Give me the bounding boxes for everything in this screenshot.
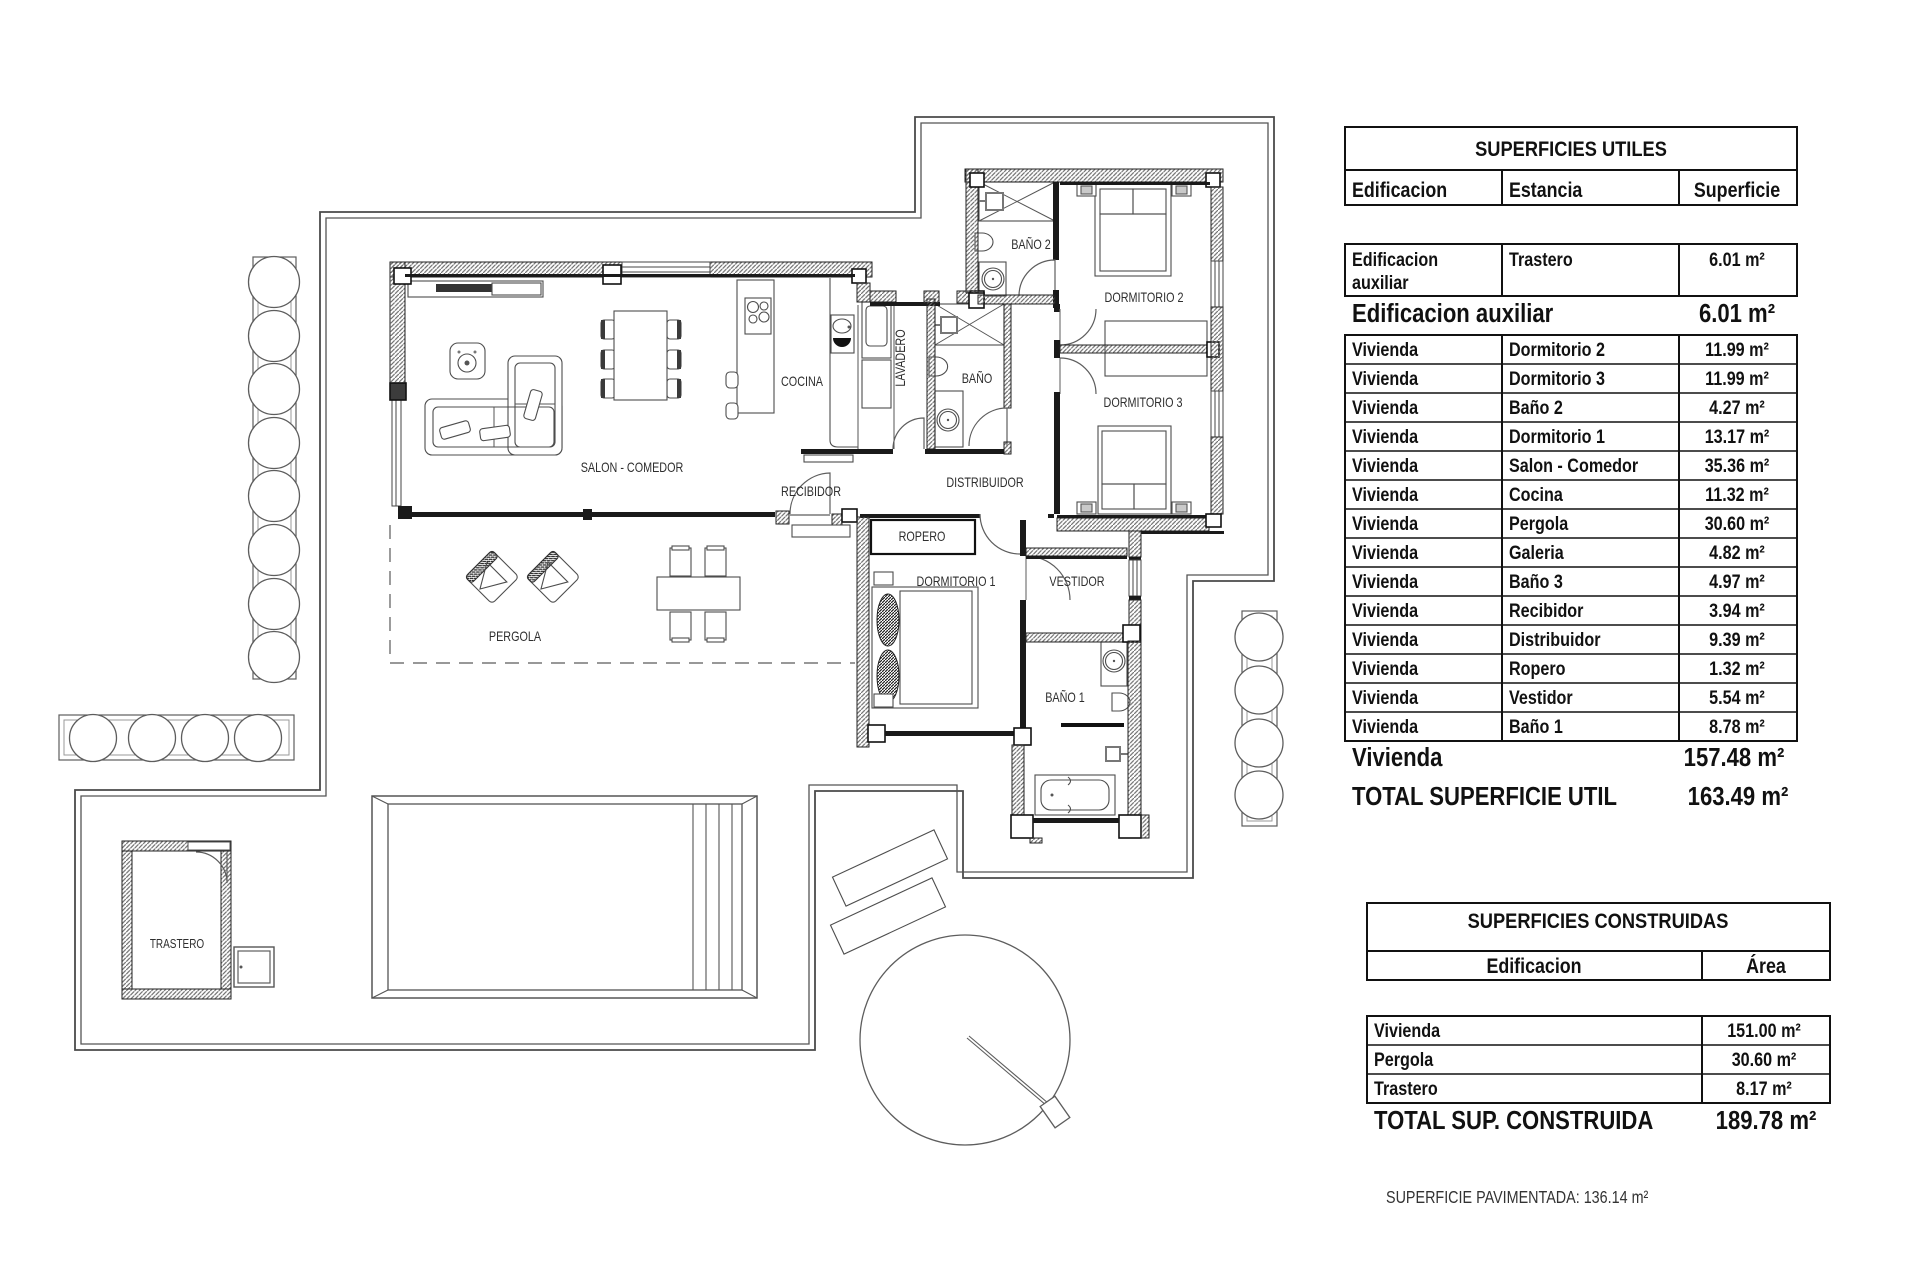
svg-text:151.00 m²: 151.00 m² (1727, 1020, 1801, 1042)
svg-text:1.32 m²: 1.32 m² (1709, 658, 1765, 680)
svg-text:6.01 m²: 6.01 m² (1709, 249, 1765, 271)
svg-text:BAÑO 1: BAÑO 1 (1045, 690, 1085, 705)
svg-text:SUPERFICIES CONSTRUIDAS: SUPERFICIES CONSTRUIDAS (1468, 910, 1729, 934)
svg-text:Dormitorio 1: Dormitorio 1 (1509, 426, 1605, 448)
svg-text:4.27 m²: 4.27 m² (1709, 397, 1765, 419)
svg-text:Dormitorio 2: Dormitorio 2 (1509, 339, 1605, 361)
svg-text:Pergola: Pergola (1509, 513, 1568, 535)
svg-text:4.82 m²: 4.82 m² (1709, 542, 1765, 564)
svg-text:Vivienda: Vivienda (1352, 743, 1443, 772)
svg-text:9.39 m²: 9.39 m² (1709, 629, 1765, 651)
svg-text:Vivienda: Vivienda (1352, 455, 1418, 477)
svg-text:Distribuidor: Distribuidor (1509, 629, 1601, 651)
svg-text:Baño 1: Baño 1 (1509, 716, 1563, 738)
svg-text:Baño 3: Baño 3 (1509, 571, 1563, 593)
svg-text:Vivienda: Vivienda (1352, 658, 1418, 680)
svg-text:Vivienda: Vivienda (1352, 484, 1418, 506)
svg-text:4.97 m²: 4.97 m² (1709, 571, 1765, 593)
svg-text:Vivienda: Vivienda (1352, 339, 1418, 361)
svg-text:8.78 m²: 8.78 m² (1709, 716, 1765, 738)
svg-text:RECIBIDOR: RECIBIDOR (781, 484, 841, 499)
svg-text:Dormitorio 3: Dormitorio 3 (1509, 368, 1605, 390)
svg-text:Vivienda: Vivienda (1352, 600, 1418, 622)
svg-text:11.99 m²: 11.99 m² (1705, 368, 1769, 390)
svg-text:Salon - Comedor: Salon - Comedor (1509, 455, 1638, 477)
svg-text:Galeria: Galeria (1509, 542, 1564, 564)
svg-text:LAVADERO: LAVADERO (893, 329, 908, 386)
svg-text:Vivienda: Vivienda (1352, 571, 1418, 593)
svg-text:Vivienda: Vivienda (1352, 687, 1418, 709)
svg-text:Cocina: Cocina (1509, 484, 1563, 506)
svg-text:Superficie: Superficie (1694, 179, 1780, 203)
svg-text:DORMITORIO 2: DORMITORIO 2 (1105, 290, 1184, 305)
svg-text:PERGOLA: PERGOLA (489, 629, 542, 644)
svg-text:Pergola: Pergola (1374, 1049, 1433, 1071)
svg-text:Ropero: Ropero (1509, 658, 1566, 680)
svg-text:Trastero: Trastero (1509, 249, 1573, 271)
svg-text:DISTRIBUIDOR: DISTRIBUIDOR (946, 475, 1024, 490)
svg-text:DORMITORIO 1: DORMITORIO 1 (917, 574, 996, 589)
svg-text:Edificacion: Edificacion (1352, 249, 1438, 271)
svg-text:30.60 m²: 30.60 m² (1705, 513, 1770, 535)
svg-text:35.36 m²: 35.36 m² (1705, 455, 1770, 477)
svg-text:Edificacion: Edificacion (1486, 955, 1581, 979)
svg-text:Vivienda: Vivienda (1352, 513, 1418, 535)
svg-text:163.49 m²: 163.49 m² (1688, 782, 1789, 811)
svg-text:11.32 m²: 11.32 m² (1705, 484, 1769, 506)
svg-text:Vestidor: Vestidor (1509, 687, 1573, 709)
svg-text:8.17 m²: 8.17 m² (1736, 1078, 1792, 1100)
svg-text:Vivienda: Vivienda (1352, 542, 1418, 564)
svg-text:Baño 2: Baño 2 (1509, 397, 1563, 419)
svg-text:Vivienda: Vivienda (1352, 629, 1418, 651)
svg-text:DORMITORIO 3: DORMITORIO 3 (1104, 395, 1183, 410)
svg-text:189.78 m²: 189.78 m² (1716, 1106, 1817, 1135)
svg-text:TOTAL SUP. CONSTRUIDA: TOTAL SUP. CONSTRUIDA (1374, 1106, 1653, 1135)
svg-text:Vivienda: Vivienda (1352, 397, 1418, 419)
svg-text:Edificacion: Edificacion (1352, 179, 1447, 203)
svg-text:6.01 m²: 6.01 m² (1699, 299, 1775, 328)
svg-text:11.99 m²: 11.99 m² (1705, 339, 1769, 361)
svg-text:Recibidor: Recibidor (1509, 600, 1584, 622)
svg-text:Vivienda: Vivienda (1352, 426, 1418, 448)
svg-text:Trastero: Trastero (1374, 1078, 1438, 1100)
svg-text:Área: Área (1746, 954, 1786, 979)
svg-text:5.54 m²: 5.54 m² (1709, 687, 1765, 709)
svg-text:ROPERO: ROPERO (899, 529, 946, 544)
svg-text:Estancia: Estancia (1509, 179, 1583, 203)
svg-text:3.94 m²: 3.94 m² (1709, 600, 1765, 622)
svg-text:SUPERFICIES UTILES: SUPERFICIES UTILES (1475, 138, 1667, 162)
svg-text:auxiliar: auxiliar (1352, 272, 1409, 294)
svg-text:VESTIDOR: VESTIDOR (1049, 574, 1104, 589)
svg-text:Vivienda: Vivienda (1374, 1020, 1440, 1042)
svg-text:TOTAL SUPERFICIE UTIL: TOTAL SUPERFICIE UTIL (1352, 782, 1617, 811)
svg-text:BAÑO 2: BAÑO 2 (1011, 237, 1051, 252)
svg-text:Edificacion auxiliar: Edificacion auxiliar (1352, 299, 1554, 328)
svg-text:157.48 m²: 157.48 m² (1684, 743, 1785, 772)
svg-text:SALON - COMEDOR: SALON - COMEDOR (581, 460, 684, 475)
svg-text:Vivienda: Vivienda (1352, 368, 1418, 390)
svg-text:TRASTERO: TRASTERO (150, 938, 205, 951)
svg-text:30.60 m²: 30.60 m² (1732, 1049, 1797, 1071)
svg-text:13.17 m²: 13.17 m² (1705, 426, 1770, 448)
svg-text:Vivienda: Vivienda (1352, 716, 1418, 738)
svg-text:COCINA: COCINA (781, 374, 824, 389)
svg-text:SUPERFICIE PAVIMENTADA: 136.14: SUPERFICIE PAVIMENTADA: 136.14 m² (1386, 1189, 1649, 1208)
svg-text:BAÑO: BAÑO (962, 371, 993, 386)
